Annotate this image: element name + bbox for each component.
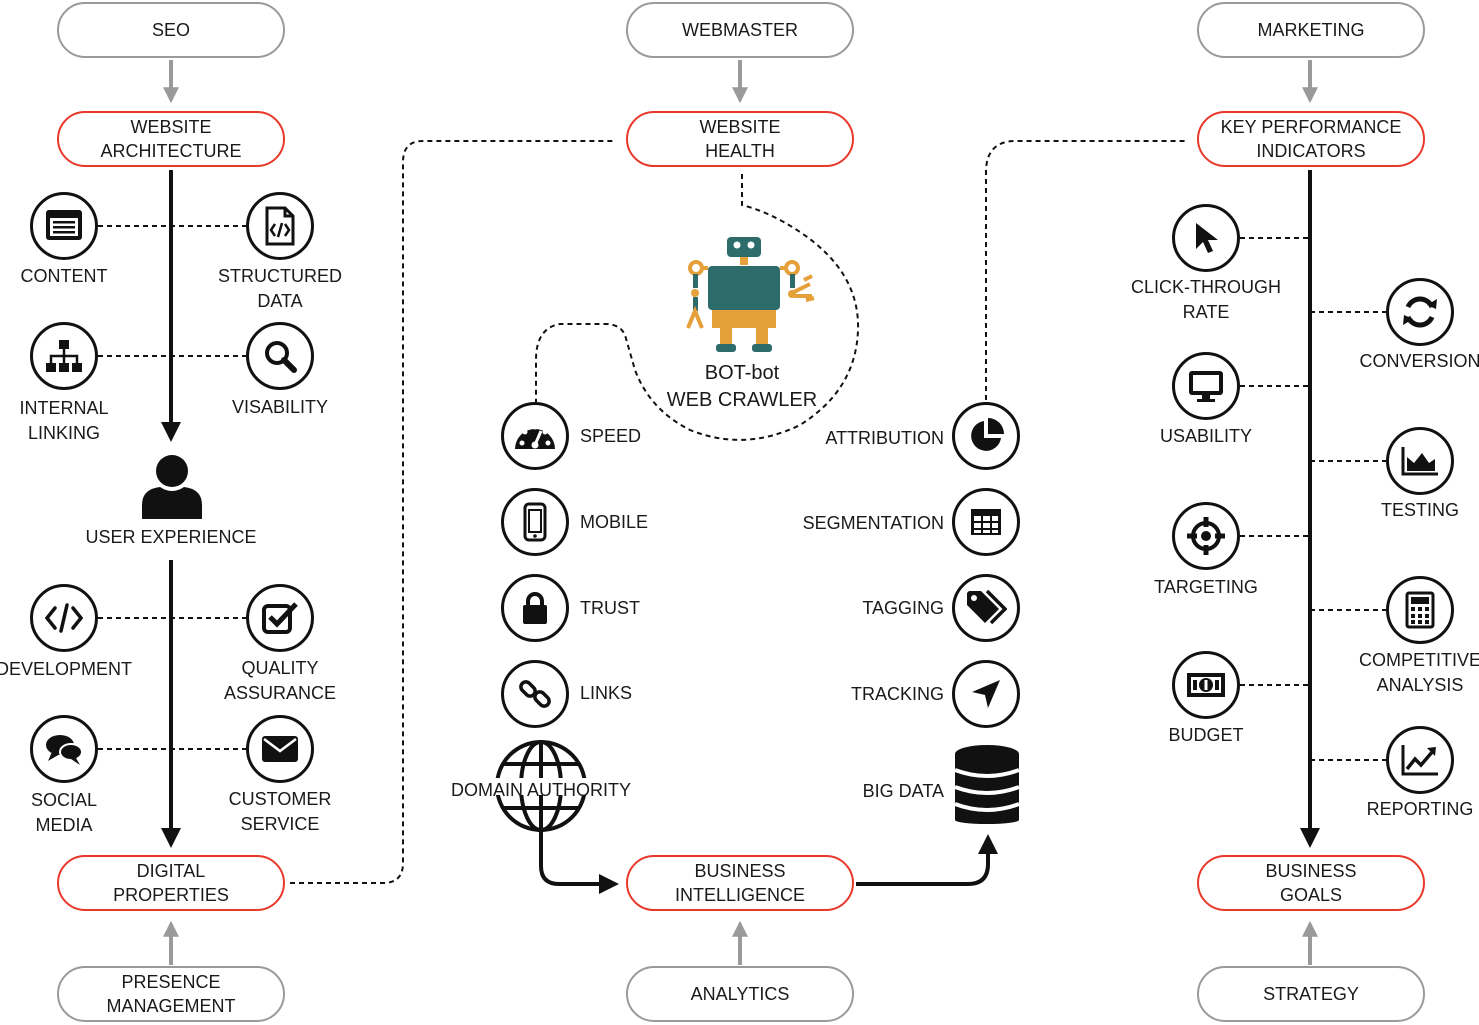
content-icon [30,192,98,260]
pie-chart-icon [952,402,1020,470]
refresh-icon [1386,278,1454,346]
cursor-icon [1172,204,1240,272]
crosshair-icon [1172,502,1240,570]
seo-source-node: SEO [57,2,285,58]
business-goals-node: BUSINESS GOALS [1197,855,1425,911]
web-crawler-label: BOT-bot WEB CRAWLER [666,362,818,411]
monitor-icon [1172,352,1240,420]
key-performance-indicators-node: KEY PERFORMANCE INDICATORS [1197,111,1425,167]
structured-data-label: STRUCTURED DATA [218,266,342,311]
calculator-icon [1386,576,1454,644]
reporting-label: REPORTING [1366,799,1474,819]
webmaster-source-node: WEBMASTER [626,2,854,58]
globe-icon [493,738,589,839]
tagging-label: TAGGING [862,598,944,618]
chat-bubbles-icon [30,715,98,783]
marketing-source-node: MARKETING [1197,2,1425,58]
digital-properties-node: DIGITAL PROPERTIES [57,855,285,911]
usability-label: USABILITY [1159,426,1253,446]
presence-management-node: PRESENCE MANAGEMENT [57,966,285,1022]
customer-service-label: CUSTOMER SERVICE [228,789,332,834]
development-label: DEVELOPMENT [0,659,133,679]
mobile-phone-icon [501,488,569,556]
click-through-rate-label: CLICK-THROUGH RATE [1130,277,1282,322]
banknote-icon [1172,651,1240,719]
user-experience-label: USER EXPERIENCE [85,527,257,547]
links-label: LINKS [580,683,633,703]
speed-label: SPEED [580,426,642,446]
segmentation-label: SEGMENTATION [802,513,944,533]
envelope-icon [246,715,314,783]
table-grid-icon [952,488,1020,556]
analytics-node: ANALYTICS [626,966,854,1022]
robot-icon [684,236,824,369]
navigation-arrow-icon [952,660,1020,728]
strategy-node: STRATEGY [1197,966,1425,1022]
mobile-label: MOBILE [580,512,649,532]
business-intelligence-node: BUSINESS INTELLIGENCE [626,855,854,911]
testing-label: TESTING [1380,500,1460,520]
visability-label: VISABILITY [231,397,329,417]
budget-label: BUDGET [1168,725,1244,745]
trust-label: TRUST [580,598,640,618]
trend-chart-icon [1386,726,1454,794]
search-icon [246,322,314,390]
sitemap-icon [30,322,98,390]
quality-assurance-label: QUALITY ASSURANCE [223,658,337,703]
internal-linking-label: INTERNAL LINKING [19,398,109,443]
tracking-label: TRACKING [850,684,944,704]
big-data-label: BIG DATA [862,781,944,801]
code-brackets-icon [30,584,98,652]
speedometer-icon [501,402,569,470]
social-media-label: SOCIAL MEDIA [30,790,98,835]
content-label: CONTENT [20,266,108,286]
website-health-node: WEBSITE HEALTH [626,111,854,167]
area-chart-icon [1386,427,1454,495]
targeting-label: TARGETING [1154,577,1258,597]
domain-authority-label: DOMAIN AUTHORITY [450,780,632,800]
database-icon [953,744,1021,829]
checkbox-icon [246,584,314,652]
user-icon [140,453,204,524]
code-file-icon [246,192,314,260]
chain-link-icon [501,660,569,728]
website-architecture-node: WEBSITE ARCHITECTURE [57,111,285,167]
attribution-label: ATTRIBUTION [825,428,944,448]
tags-icon [952,574,1020,642]
competitive-analysis-label: COMPETITIVE ANALYSIS [1358,650,1479,695]
lock-icon [501,574,569,642]
conversion-label: CONVERSION [1359,351,1479,371]
